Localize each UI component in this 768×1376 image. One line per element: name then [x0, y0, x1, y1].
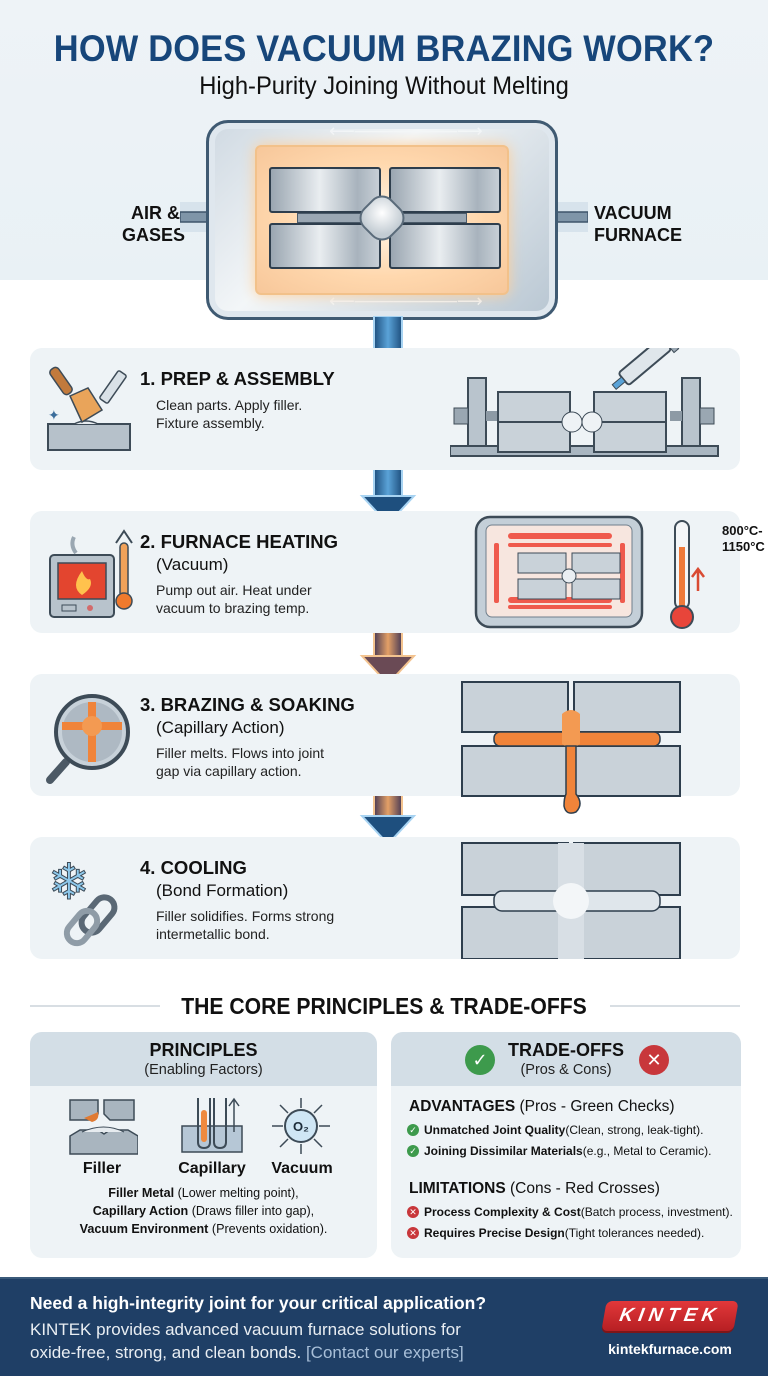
- vacuum-label-line2: FURNACE: [594, 225, 682, 245]
- step-subtitle: (Vacuum): [156, 555, 229, 574]
- air-label-line1: AIR &: [131, 203, 180, 223]
- website-link[interactable]: kintekfurnace.com: [608, 1341, 732, 1357]
- step-desc-line: Filler solidifies. Forms strong: [156, 908, 335, 924]
- step-desc-line: vacuum to brazing temp.: [156, 600, 310, 616]
- metal-part: [269, 167, 381, 213]
- metal-part: [389, 223, 501, 269]
- magnifier-joint-icon: [46, 694, 130, 784]
- page-subtitle: High-Purity Joining Without Melting: [199, 72, 569, 100]
- metal-part: [389, 167, 501, 213]
- paintbrush-syringe-icon: ✦: [47, 366, 131, 451]
- divider: [610, 1005, 740, 1007]
- tradeoffs-header: TRADE-OFFS (Pros & Cons) ✓ ✕: [391, 1032, 741, 1086]
- footer-body-line: KINTEK provides advanced vacuum furnace …: [30, 1320, 461, 1339]
- filler-metal-icon: [69, 1099, 138, 1155]
- svg-text:O₂: O₂: [293, 1119, 309, 1134]
- tradeoffs-subtitle: (Pros & Cons): [520, 1062, 612, 1078]
- molten-filler-illustration: [461, 681, 681, 814]
- step-title: 2. FURNACE HEATING: [140, 531, 339, 552]
- check-icon: ✓: [407, 1145, 419, 1157]
- principles-panel: PRINCIPLES (Enabling Factors) O₂ Filler …: [30, 1032, 377, 1258]
- step-prep-assembly: ✦ 1. PREP & ASSEMBLY Clean parts. Apply …: [30, 348, 740, 470]
- solid-bond-illustration: [461, 842, 681, 959]
- cross-icon: ✕: [407, 1206, 419, 1218]
- kintek-logo[interactable]: KINTEK: [601, 1301, 739, 1331]
- heat-chamber: [255, 145, 509, 295]
- step-cooling: ❄ 4. COOLING (Bond Formation) Filler sol…: [30, 837, 740, 959]
- step-subtitle: (Capillary Action): [156, 718, 285, 737]
- step-furnace-heating: 2. FURNACE HEATING (Vacuum) Pump out air…: [30, 511, 765, 633]
- tradeoffs-panel: TRADE-OFFS (Pros & Cons) ✓ ✕ ADVANTAGES …: [391, 1032, 741, 1258]
- contact-experts-link[interactable]: [Contact our experts]: [305, 1343, 464, 1362]
- svg-text:✦: ✦: [48, 407, 60, 423]
- advantage-item: ✓Joining Dissimilar Materials (e.g., Met…: [407, 1144, 711, 1158]
- step-desc-line: intermetallic bond.: [156, 926, 270, 942]
- airflow-arrow-icon: ⟵────────⟶: [329, 291, 483, 311]
- oxygen-vacuum-icon: O₂: [272, 1098, 330, 1154]
- green-check-icon: ✓: [465, 1045, 495, 1075]
- step-desc-line: Fixture assembly.: [156, 415, 265, 431]
- check-icon: ✓: [407, 1124, 419, 1136]
- footer-body-line: oxide-free, strong, and clean bonds. [Co…: [30, 1343, 464, 1362]
- temperature-range: 800°C- 1150°C: [722, 523, 765, 555]
- furnace-thermometer-icon: [49, 529, 133, 618]
- step-brazing-soaking: 3. BRAZING & SOAKING (Capillary Action) …: [30, 674, 740, 814]
- step-desc-line: Clean parts. Apply filler.: [156, 397, 303, 413]
- temp-min: 800°C-: [722, 523, 763, 538]
- svg-text:❄: ❄: [48, 853, 90, 911]
- principle-line: Capillary Action (Draws filler into gap)…: [92, 1204, 315, 1218]
- step-subtitle: (Bond Formation): [156, 881, 289, 900]
- step-title: 1. PREP & ASSEMBLY: [140, 368, 335, 389]
- principles-subtitle: (Enabling Factors): [144, 1062, 263, 1078]
- divider: [30, 1005, 160, 1007]
- red-cross-icon: ✕: [639, 1045, 669, 1075]
- temp-max: 1150°C: [722, 539, 765, 554]
- step-description: Filler melts. Flows into joint gap via c…: [156, 744, 396, 780]
- advantages-heading: ADVANTAGES (Pros - Green Checks): [409, 1098, 675, 1115]
- principles-header: PRINCIPLES (Enabling Factors): [30, 1032, 377, 1086]
- vacuum-label-line1: VACUUM: [594, 203, 672, 223]
- tradeoffs-title: TRADE-OFFS: [508, 1040, 624, 1060]
- footer-headline: Need a high-integrity joint for your cri…: [30, 1293, 487, 1313]
- airflow-arrow-icon: ⟵────────⟶: [329, 121, 483, 141]
- vacuum-furnace-illustration: ⟵────────⟶ ⟵────────⟶: [206, 120, 558, 320]
- advantage-item: ✓Unmatched Joint Quality (Clean, strong,…: [407, 1123, 703, 1137]
- step-description: Pump out air. Heat under vacuum to brazi…: [156, 581, 376, 617]
- step-title: 4. COOLING: [140, 857, 247, 878]
- principle-filler-label: Filler: [82, 1160, 122, 1177]
- principle-capillary-label: Capillary: [178, 1160, 246, 1177]
- cross-icon: ✕: [407, 1227, 419, 1239]
- principle-line: Filler Metal (Lower melting point),: [108, 1186, 299, 1200]
- fixture-syringe-illustration: [450, 348, 719, 457]
- principle-line: Vacuum Environment (Prevents oxidation).: [79, 1222, 328, 1236]
- step-title: 3. BRAZING & SOAKING: [140, 694, 355, 715]
- snowflake-chain-icon: ❄: [48, 853, 118, 947]
- principle-vacuum-label: Vacuum: [271, 1160, 333, 1177]
- step-desc-line: Filler melts. Flows into joint: [156, 745, 325, 761]
- vacuum-furnace-label: VACUUM FURNACE: [594, 202, 682, 246]
- heated-furnace-illustration: [474, 515, 705, 629]
- limitation-item: ✕Process Complexity & Cost (Batch proces…: [407, 1205, 733, 1219]
- metal-part: [269, 223, 381, 269]
- limitation-item: ✕Requires Precise Design (Tight toleranc…: [407, 1226, 704, 1240]
- section-title: THE CORE PRINCIPLES & TRADE-OFFS: [181, 993, 587, 1019]
- principles-title: PRINCIPLES: [149, 1040, 258, 1060]
- limitations-heading: LIMITATIONS (Cons - Red Crosses): [409, 1180, 660, 1197]
- step-desc-line: gap via capillary action.: [156, 763, 302, 779]
- air-label-line2: GASES: [122, 225, 186, 245]
- capillary-tube-icon: [181, 1097, 243, 1153]
- footer-body: KINTEK provides advanced vacuum furnace …: [30, 1318, 560, 1364]
- step-desc-line: Pump out air. Heat under: [156, 582, 312, 598]
- page-title: HOW DOES VACUUM BRAZING WORK?: [53, 28, 715, 69]
- air-gases-label: AIR & GASES: [122, 202, 186, 246]
- step-description: Clean parts. Apply filler. Fixture assem…: [156, 396, 376, 432]
- footer-cta-banner: Need a high-integrity joint for your cri…: [0, 1277, 768, 1376]
- step-description: Filler solidifies. Forms strong intermet…: [156, 907, 396, 943]
